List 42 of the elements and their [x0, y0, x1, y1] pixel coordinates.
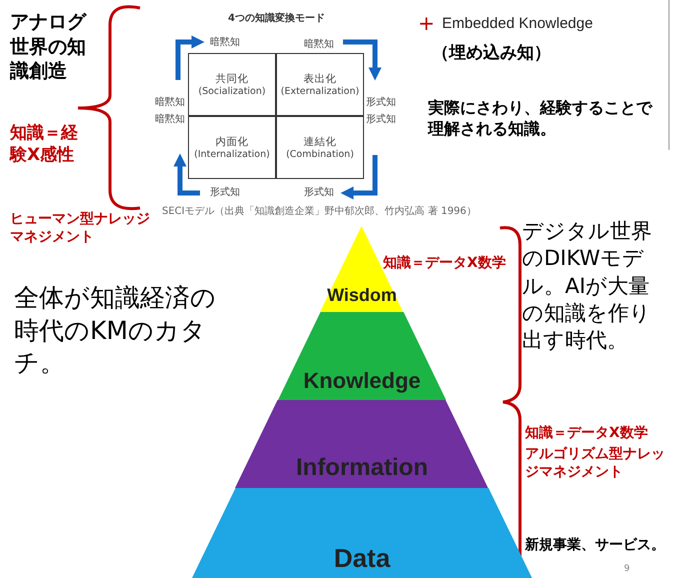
level-label: Information: [296, 454, 428, 482]
term-text: ヒューマン型ナレッジマネジメント: [10, 210, 151, 246]
axis-label: 形式知: [210, 186, 240, 199]
axis-label: 形式知: [366, 113, 396, 126]
axis-label: 暗黙知: [155, 113, 185, 126]
note-text: 新規事業、サービス。: [525, 536, 665, 554]
mode-name: 共同化: [216, 72, 248, 86]
mode-cell: [188, 53, 276, 116]
formula-text: 知識＝データX数学: [383, 254, 506, 272]
axis-label: 暗黙知: [210, 36, 240, 49]
level-label: Knowledge: [303, 368, 421, 394]
level-label: Wisdom: [327, 285, 397, 306]
statement-text: 全体が知識経済の時代のKMのカタチ。: [14, 282, 217, 379]
pyramid-level: [235, 400, 489, 488]
figure-title: 4つの知識変換モード: [228, 12, 325, 25]
axis-label: 暗黙知: [155, 96, 185, 109]
axis-label: 暗黙知: [304, 38, 334, 51]
pyramid-level: [278, 312, 446, 400]
description-text: 実際にさわり、経験することで理解される知識。: [428, 98, 654, 140]
mode-cell: [188, 116, 276, 179]
mode-english-name: (Externalization): [280, 86, 360, 97]
mode-name: 連結化: [304, 135, 336, 149]
mode-english-name: (Internalization): [194, 149, 270, 160]
bullet-text: Embedded Knowledge: [442, 14, 593, 34]
description-text: デジタル世界のDIKWモデル。AIが大量の知識を作り出す時代。: [522, 218, 653, 354]
section-heading: アナログ世界の知識創造: [10, 10, 88, 84]
level-label: Data: [334, 543, 390, 574]
mode-cell: [276, 53, 364, 116]
mode-english-name: (Socialization): [198, 86, 266, 97]
gloss-text: （埋め込み知）: [432, 42, 551, 64]
mode-name: 内面化: [216, 135, 248, 149]
axis-label: 形式知: [366, 96, 396, 109]
source-note: SECIモデル（出典「知識創造企業」野中郁次郎、竹内弘高 著 1996）: [162, 205, 476, 218]
formula-text: 知識＝経験X感性: [10, 122, 79, 166]
term-text: アルゴリズム型ナレッジマネジメント: [525, 445, 666, 482]
page-number: 9: [624, 564, 630, 576]
bullet-mark: +: [418, 10, 435, 36]
axis-label: 形式知: [304, 186, 334, 199]
mode-cell: [276, 116, 364, 179]
mode-english-name: (Combination): [286, 149, 354, 160]
formula-text: 知識＝データX数学: [525, 424, 648, 442]
mode-name: 表出化: [304, 72, 336, 86]
